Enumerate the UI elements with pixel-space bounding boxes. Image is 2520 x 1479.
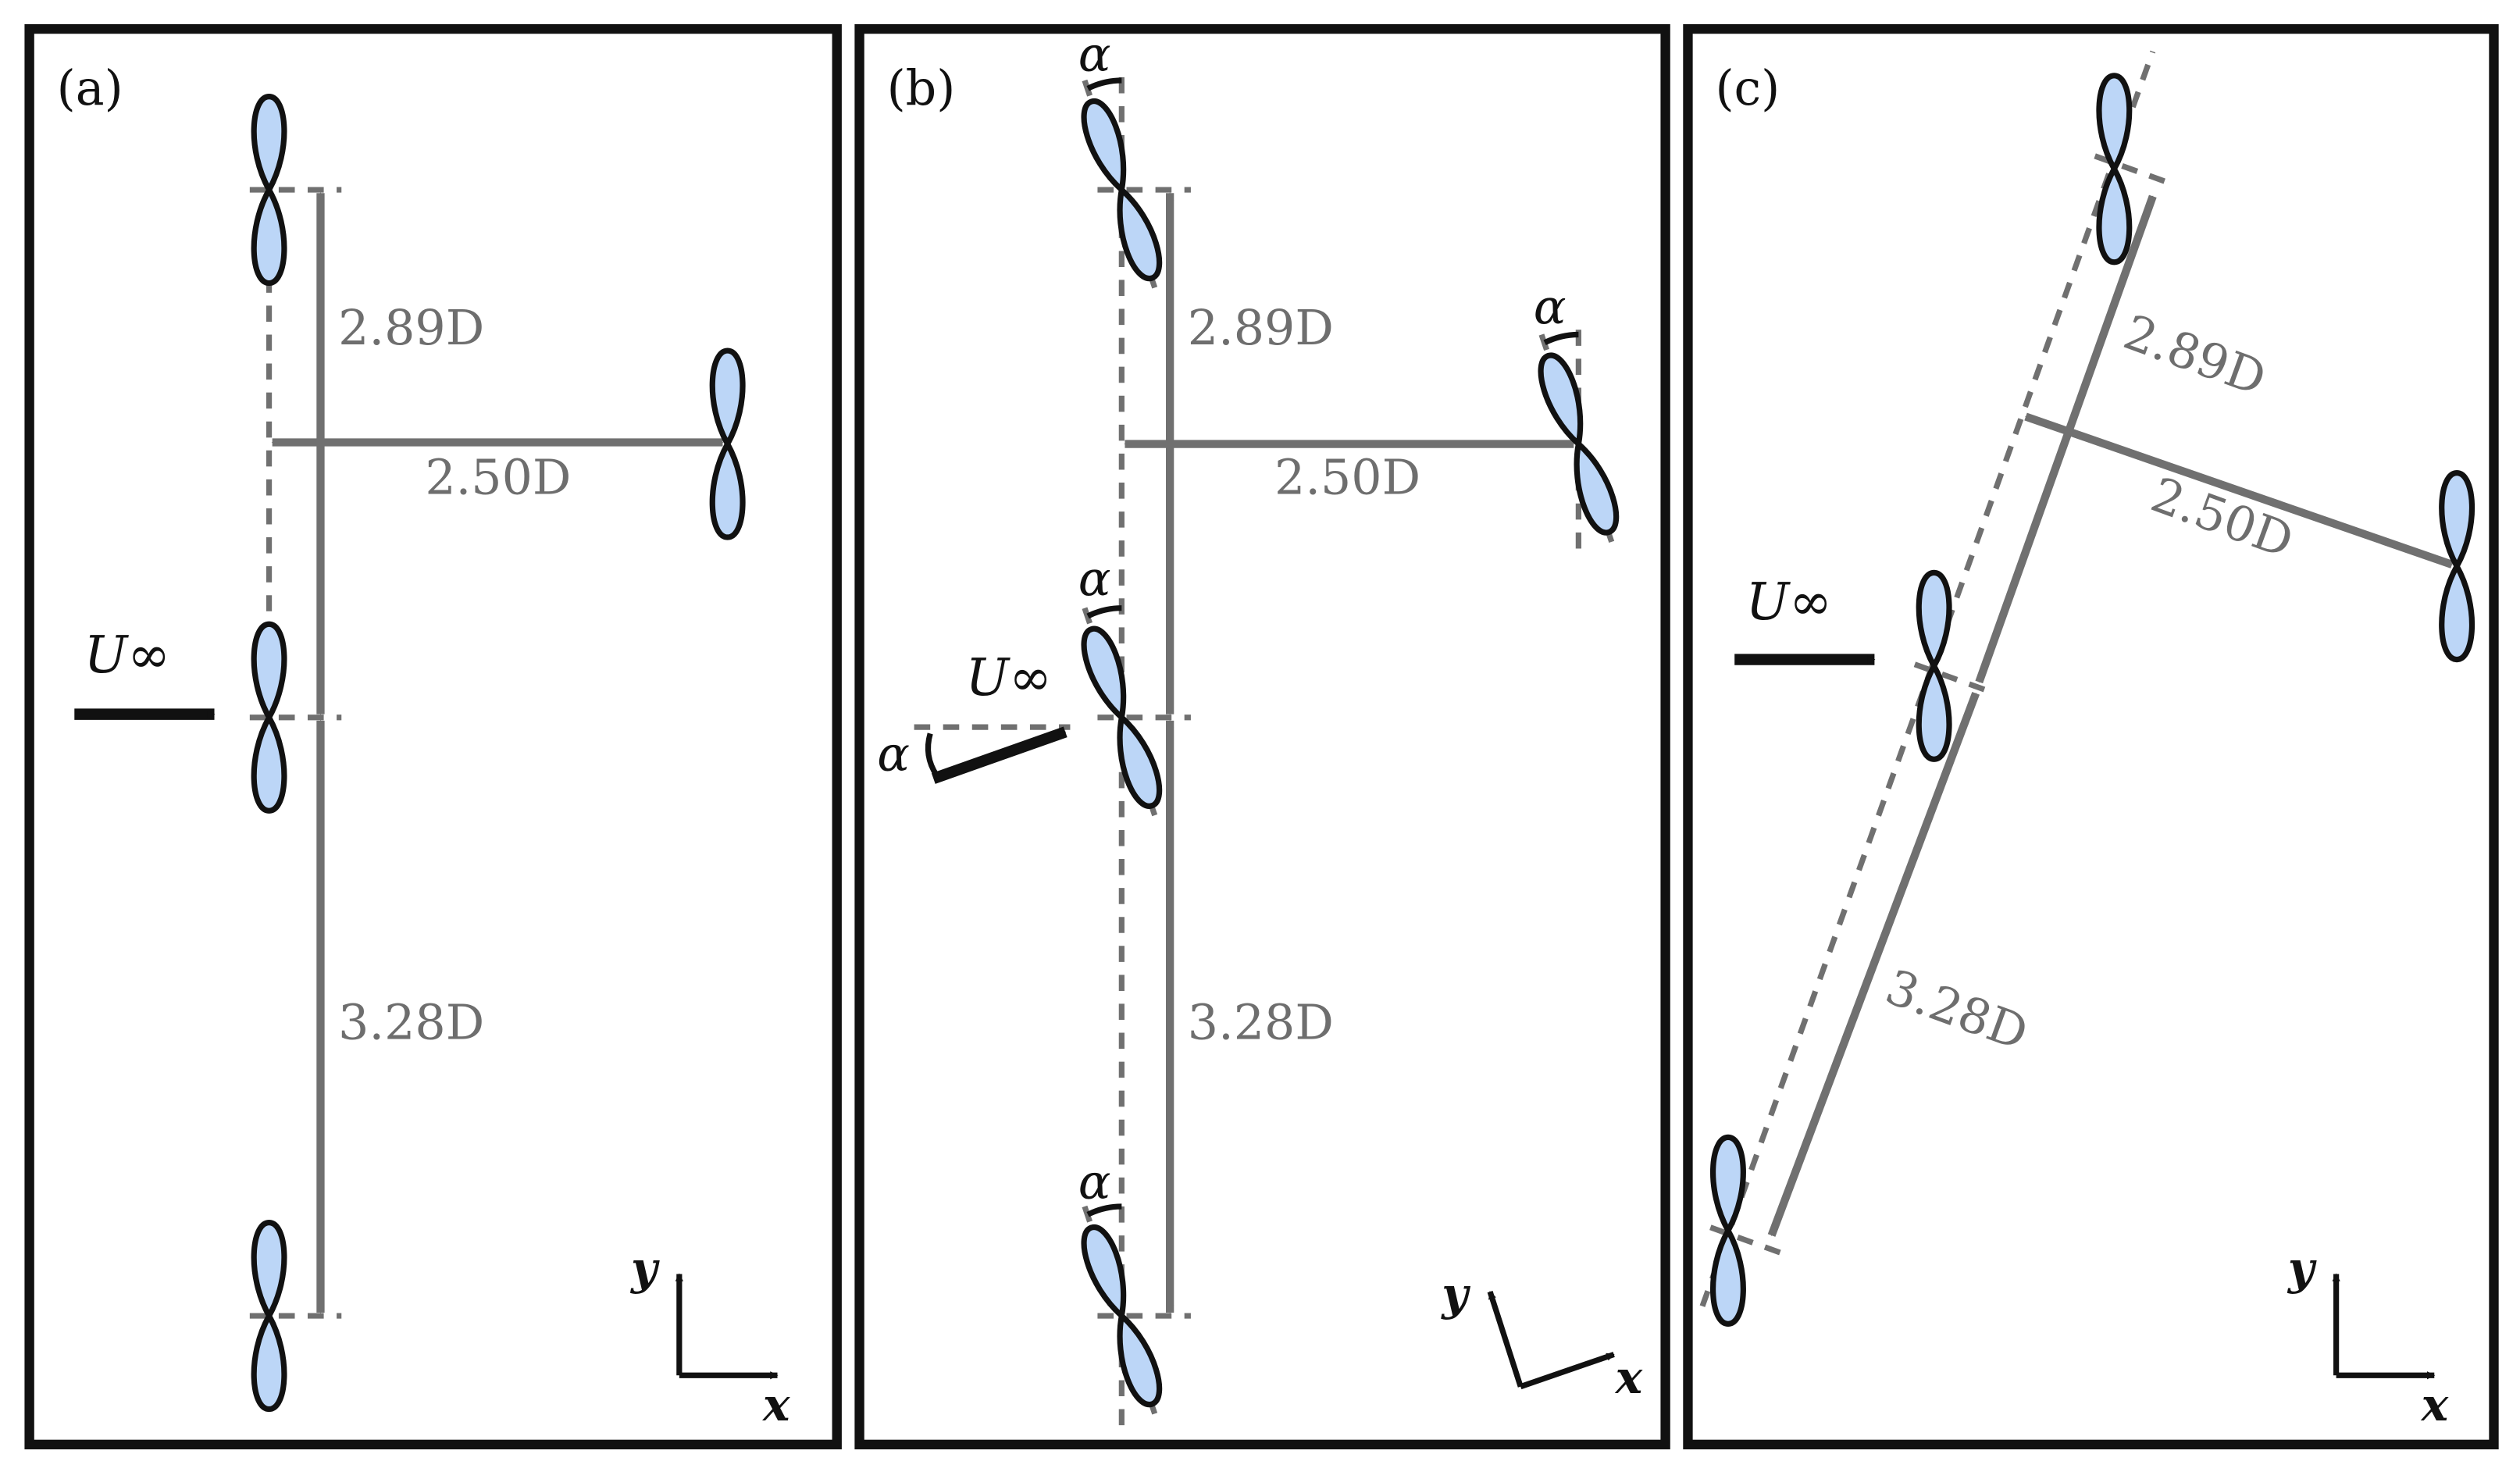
panel-b-flow-angle-arc <box>925 732 939 777</box>
panel-c-frame <box>1683 23 2499 1450</box>
panel-c-dim-upper <box>1975 194 2157 684</box>
panel-b-angle-arc <box>1086 605 1122 619</box>
panel-b-alpha-label: α <box>1534 279 1567 335</box>
panel-a-dim-lateral-label: 2.50D <box>425 449 571 505</box>
panel-b-alpha-label: α <box>1078 551 1111 607</box>
panel-b-flow-alpha-label: α <box>877 726 910 782</box>
panel-c: (c) 2.89D 2.50D 3.28D U∞ y x <box>1683 23 2499 1450</box>
panel-c-tick-bottom <box>1709 1224 1788 1258</box>
panel-a-label: (a) <box>57 60 123 116</box>
panel-a-freestream-label: U∞ <box>84 625 170 685</box>
panel-b-dim-lower-label: 3.28D <box>1188 995 1334 1051</box>
panel-c-dim-lower <box>1767 692 1980 1237</box>
panel-b-alpha-label: α <box>1078 1154 1111 1210</box>
panel-a-frame <box>24 23 842 1450</box>
panel-c-tick-mid <box>1913 661 1991 695</box>
panel-c-y-label: y <box>2287 1242 2317 1295</box>
panel-b-alpha-label: α <box>1078 27 1111 83</box>
arrow-right-icon <box>931 726 1068 784</box>
panel-a-y-label: y <box>629 1242 660 1295</box>
panel-b-dim-lateral-label: 2.50D <box>1274 449 1420 505</box>
panel-a-dim-upper-label: 2.89D <box>338 300 484 356</box>
panel-a: (a) 2.89D 2.50D 3.28D U∞ y x <box>24 23 842 1450</box>
panel-b-frame <box>854 23 1670 1450</box>
panel-c-x-label: x <box>2420 1378 2449 1431</box>
panel-b-angle-arc <box>1086 1203 1122 1217</box>
panel-b-freestream-label: U∞ <box>966 647 1052 707</box>
panel-b-label: (b) <box>887 60 956 116</box>
panel-b-y-label: y <box>1440 1267 1470 1320</box>
panel-b-x-label: x <box>1614 1351 1643 1404</box>
panel-b-dim-upper-label: 2.89D <box>1188 300 1334 356</box>
panel-c-axes-icon <box>2332 1273 2436 1380</box>
panel-b-angle-arc <box>1543 331 1579 346</box>
panel-a-dim-lower-label: 3.28D <box>338 995 484 1051</box>
panel-c-dim-lower-label: 3.28D <box>1879 959 2035 1062</box>
panel-c-freestream-label: U∞ <box>1746 572 1832 632</box>
panel-c-dim-lateral <box>2024 412 2454 568</box>
panel-a-x-label: x <box>761 1378 790 1431</box>
panel-b-axes-icon <box>1487 1291 1615 1390</box>
panel-c-label: (c) <box>1715 60 1780 116</box>
panel-a-axes-icon <box>675 1273 779 1380</box>
panel-b-angle-arc <box>1086 77 1122 91</box>
panel-c-dim-upper-label: 2.89D <box>2116 304 2272 407</box>
panel-b: (b) 2.89D 2.50D 3.28D α α α α <box>854 23 1670 1450</box>
